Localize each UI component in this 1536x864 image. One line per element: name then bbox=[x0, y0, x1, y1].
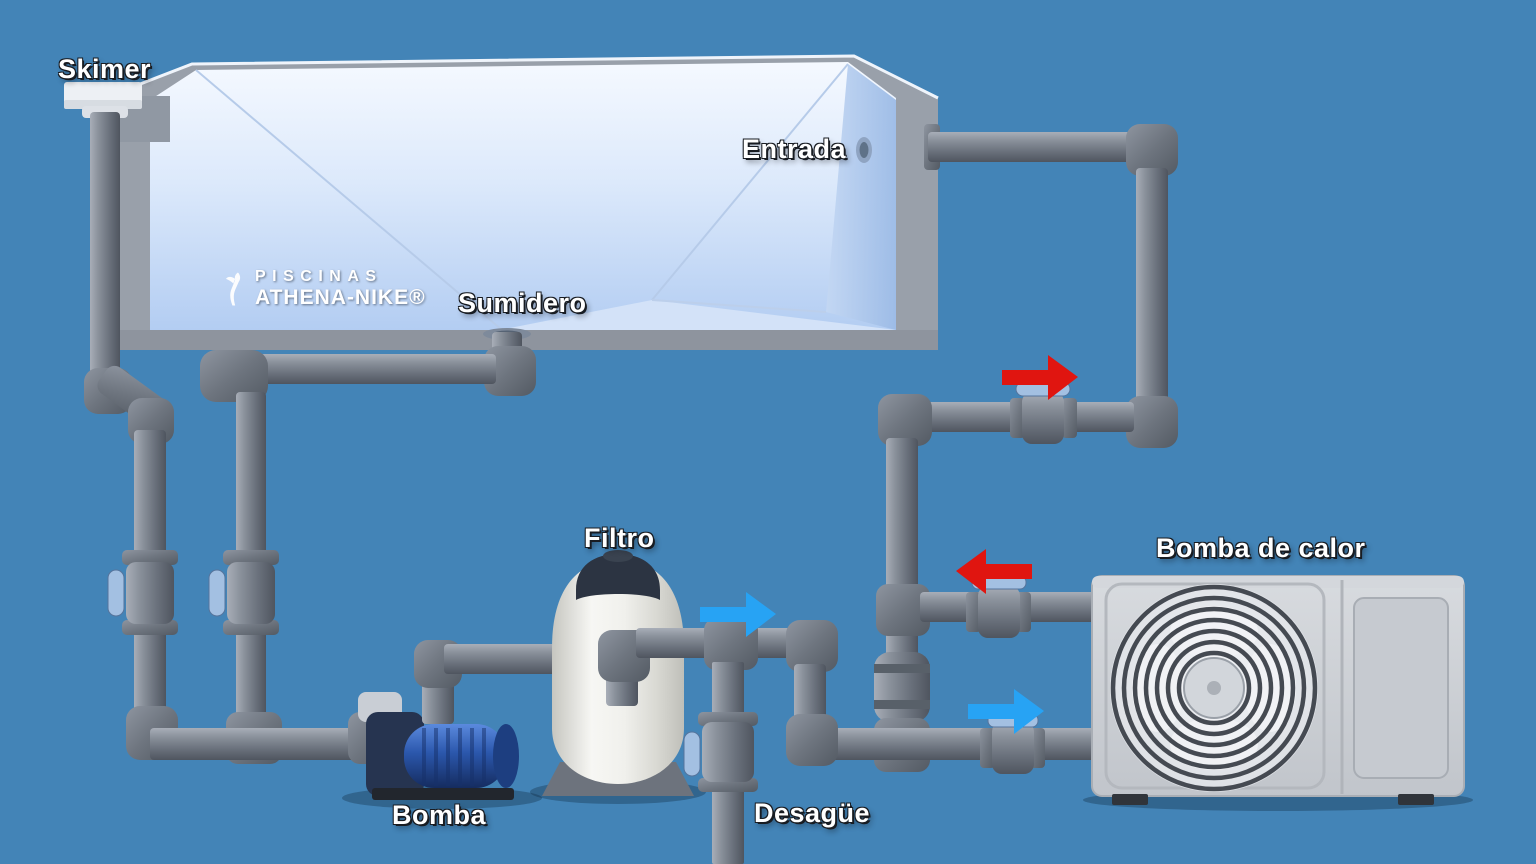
brand-name-top: PISCINAS bbox=[255, 268, 383, 285]
label-pump: Bomba bbox=[392, 800, 487, 830]
pool bbox=[103, 54, 939, 350]
skimmer-assembly bbox=[64, 82, 170, 142]
valve-handle bbox=[208, 569, 226, 617]
pool-right-wall bbox=[826, 64, 896, 330]
brand-logo: PISCINAS ATHENA-NIKE® bbox=[226, 268, 426, 310]
valve-skimmer-line bbox=[107, 550, 178, 635]
athena-nike-statue-icon bbox=[226, 272, 241, 306]
valve-heater-feed bbox=[980, 713, 1045, 774]
flow-arrows bbox=[700, 355, 1078, 734]
waste-line bbox=[683, 618, 758, 864]
pump-base bbox=[372, 788, 514, 800]
flow-arrow-blue-heater-right-icon bbox=[968, 689, 1044, 734]
union-fitting bbox=[874, 652, 930, 722]
fan-grille bbox=[1110, 584, 1318, 792]
brand-logo-text: PISCINAS ATHENA-NIKE® bbox=[255, 268, 426, 310]
label-waste: Desagüe bbox=[754, 798, 871, 828]
flow-arrow-red-top-right-icon bbox=[1002, 355, 1078, 400]
pump bbox=[342, 692, 542, 809]
valve-pool-return bbox=[1010, 381, 1077, 444]
pool-interior bbox=[150, 62, 896, 330]
label-main-drain: Sumidero bbox=[458, 288, 587, 318]
label-inlet: Entrada bbox=[742, 134, 847, 164]
brand-name-bottom: ATHENA-NIKE® bbox=[255, 286, 426, 309]
filter-lid bbox=[576, 554, 660, 600]
heat-pump-side-panel bbox=[1353, 597, 1449, 779]
label-filter: Filtro bbox=[584, 523, 655, 553]
valve-main-drain-line bbox=[208, 550, 279, 635]
flow-arrow-red-middle-left-icon bbox=[956, 549, 1032, 594]
skimmer-suction-line bbox=[84, 112, 374, 760]
valve-handle bbox=[683, 731, 701, 777]
label-skimmer: Skimer bbox=[58, 54, 152, 84]
heat-pump bbox=[1083, 575, 1473, 811]
pump-to-filter-line bbox=[414, 640, 564, 724]
valve-handle bbox=[107, 569, 125, 617]
pool-floor bbox=[500, 300, 896, 330]
pump-motor bbox=[404, 724, 506, 788]
pool-return-network bbox=[806, 124, 1178, 774]
label-heat-pump: Bomba de calor bbox=[1156, 533, 1366, 563]
flow-arrow-blue-filter-right-icon bbox=[700, 592, 776, 637]
valve-waste bbox=[683, 712, 758, 792]
